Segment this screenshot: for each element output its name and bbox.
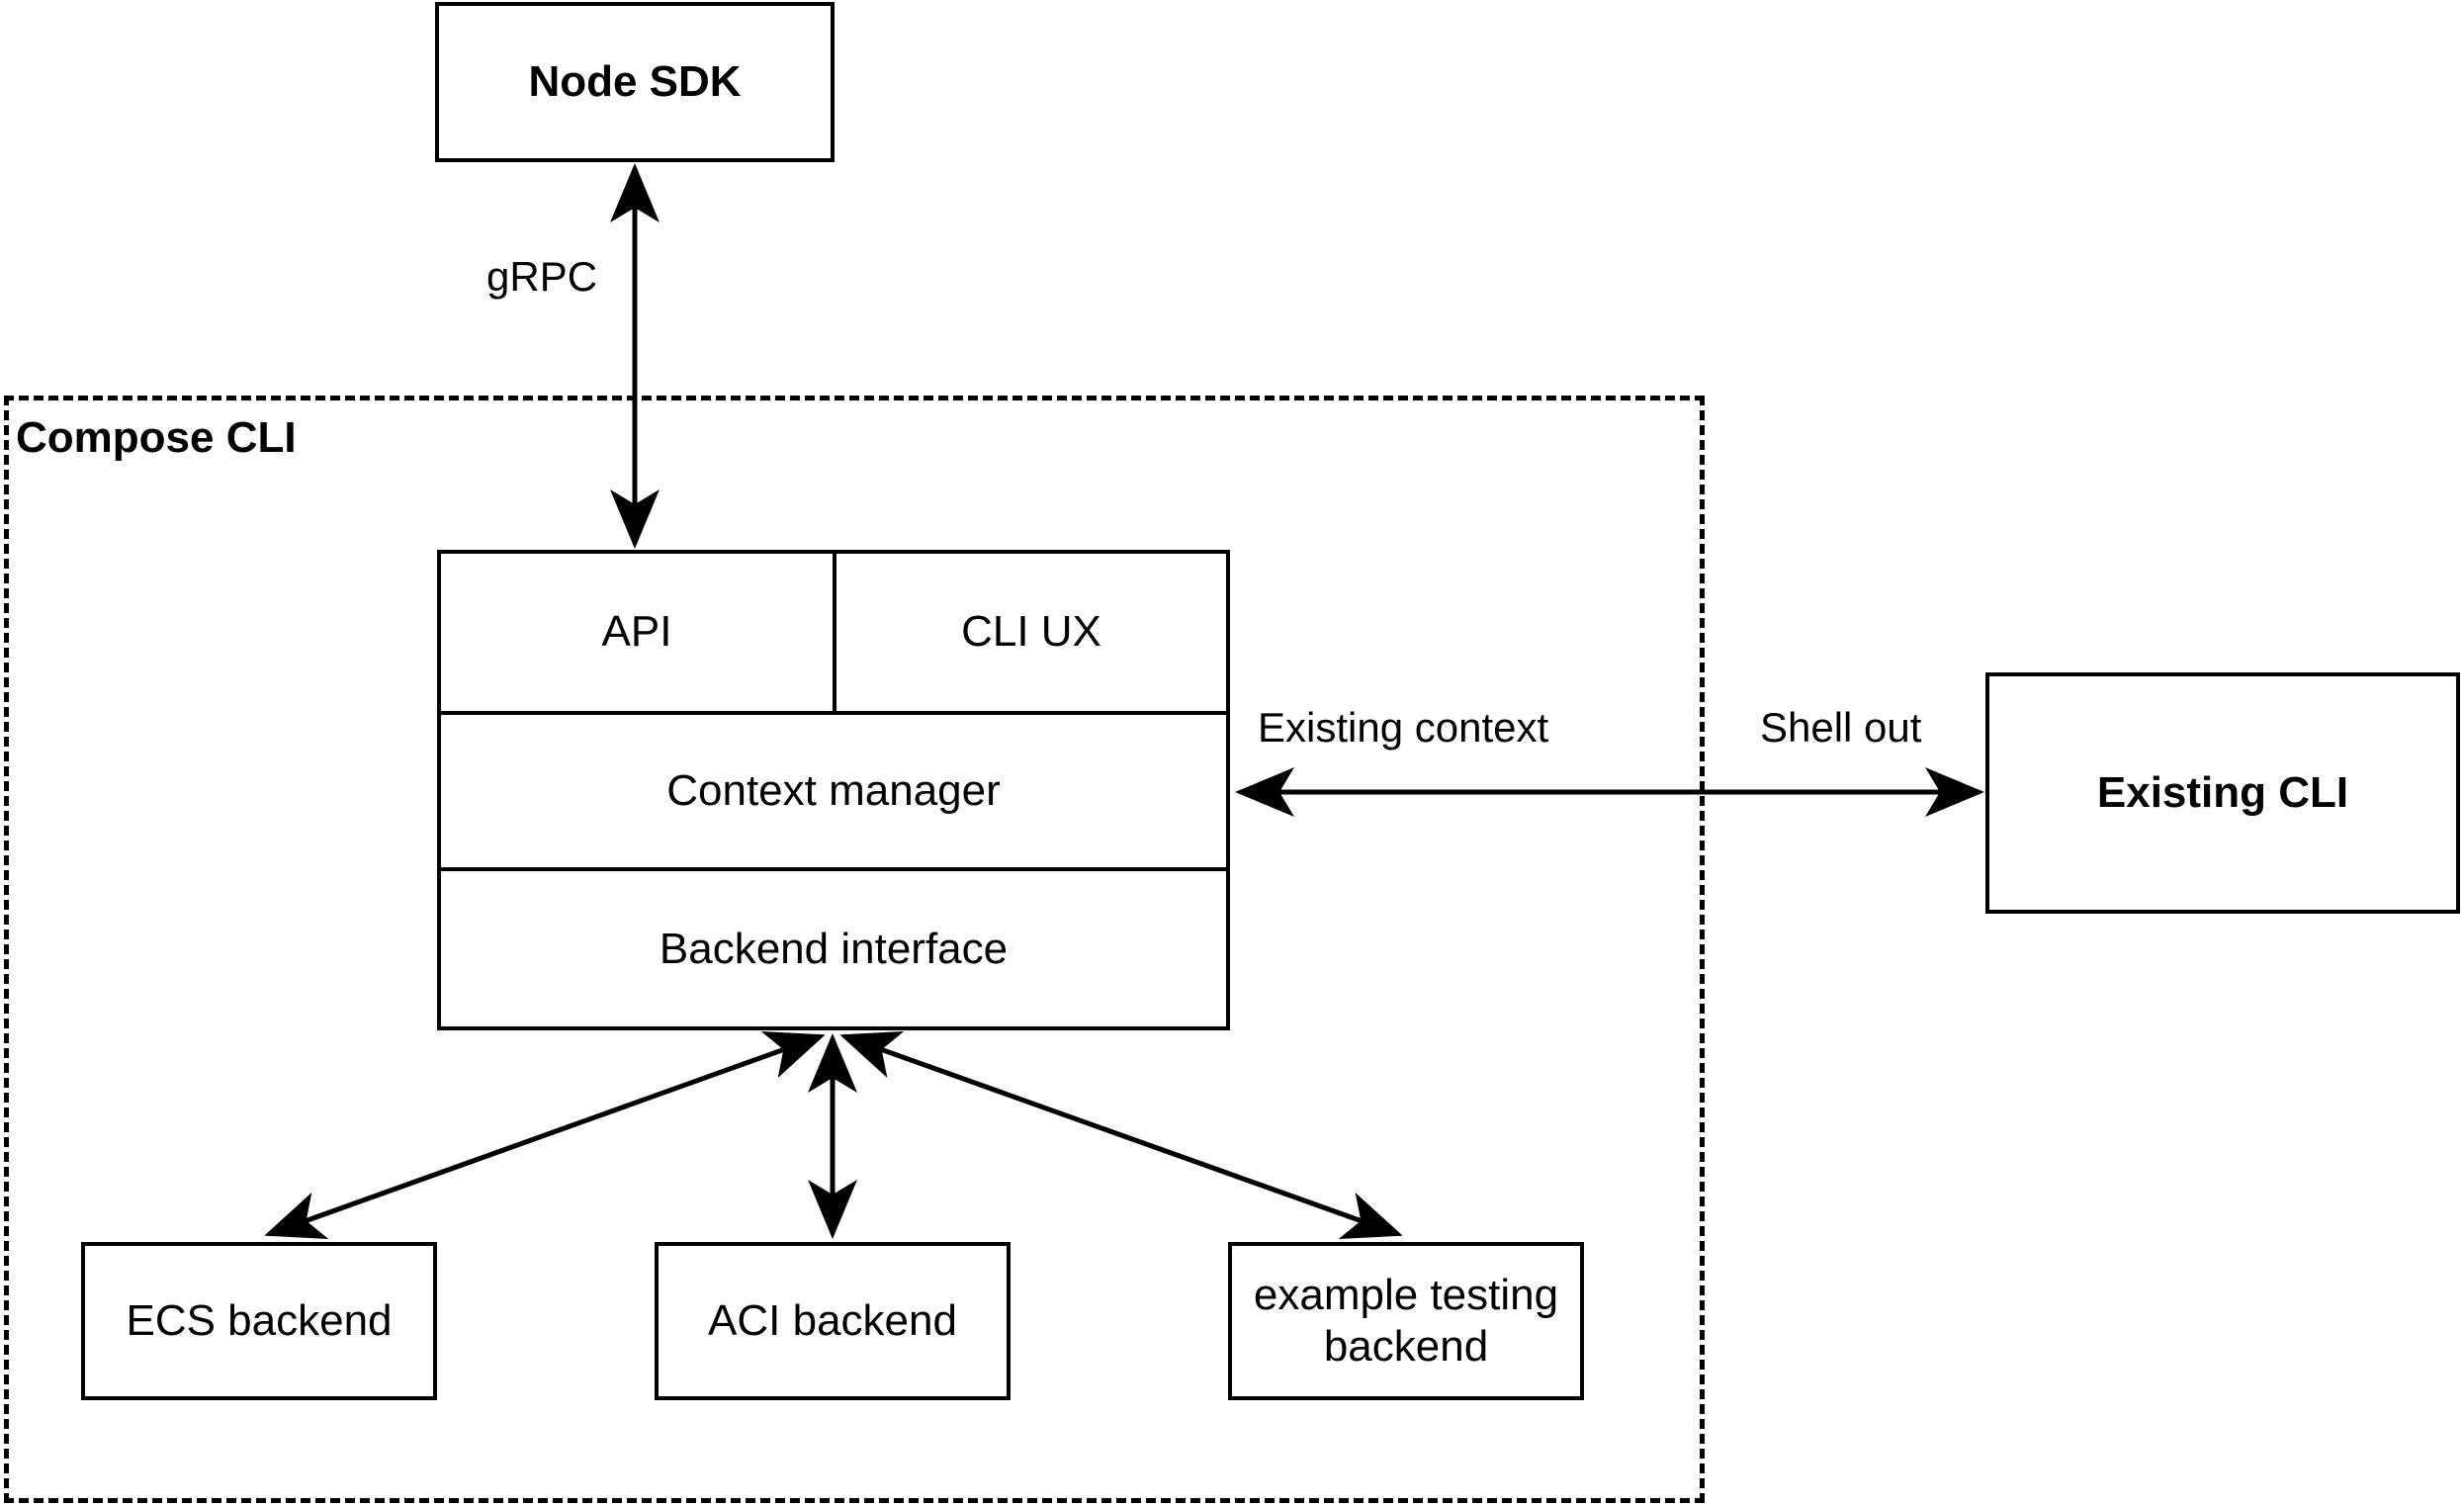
node-api[interactable]: API <box>441 554 833 711</box>
compose-cli-group-label: Compose CLI <box>16 413 297 462</box>
node-aci-backend[interactable]: ACI backend <box>655 1242 1011 1400</box>
node-cli-ux[interactable]: CLI UX <box>833 554 1226 711</box>
node-backend-interface[interactable]: Backend interface <box>441 871 1226 1027</box>
core-stack-row-context: Context manager <box>441 710 1226 868</box>
edge-example-testing-backend <box>839 1030 1403 1240</box>
core-stack-row-top: API CLI UX <box>441 554 1226 711</box>
node-context-manager[interactable]: Context manager <box>441 714 1226 868</box>
core-stack-row-backend: Backend interface <box>441 867 1226 1027</box>
edge-label-existing-context: Existing context <box>1258 704 1549 751</box>
edge-label-shell-out: Shell out <box>1760 704 1922 751</box>
node-ecs-backend[interactable]: ECS backend <box>81 1242 437 1400</box>
node-example-testing-backend[interactable]: example testing backend <box>1228 1242 1584 1400</box>
edge-label-grpc: gRPC <box>486 253 598 300</box>
node-existing-cli[interactable]: Existing CLI <box>1985 672 2460 914</box>
edge-ecs-backend <box>264 1031 826 1239</box>
node-node-sdk[interactable]: Node SDK <box>435 2 835 162</box>
compose-cli-group-boundary <box>4 396 1705 1503</box>
compose-cli-core-stack: API CLI UX Context manager Backend inter… <box>437 550 1230 1030</box>
